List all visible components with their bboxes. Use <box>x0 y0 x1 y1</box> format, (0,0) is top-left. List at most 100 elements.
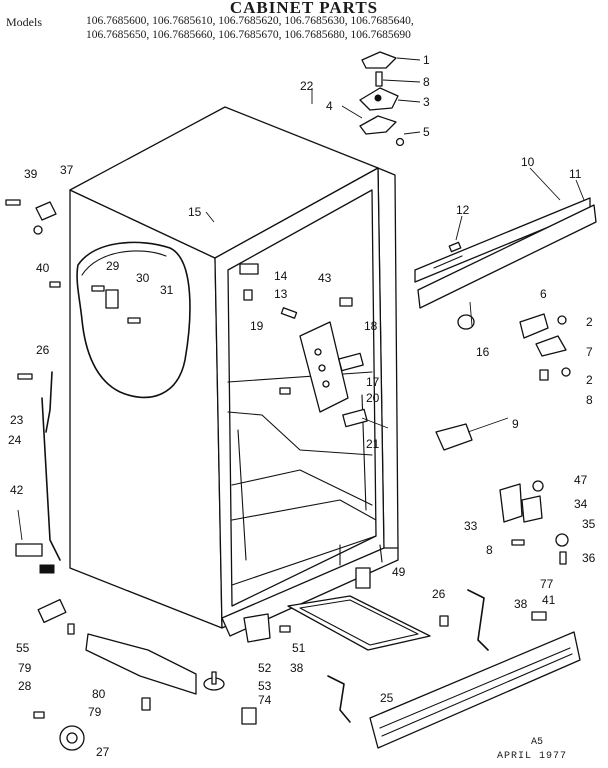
callout-label: 5 <box>423 125 430 139</box>
callout-label: 6 <box>540 287 547 301</box>
callout-label: 27 <box>96 745 110 759</box>
panel-hole-2 <box>318 364 326 372</box>
screw-part-31 <box>127 317 141 324</box>
callout-label: 13 <box>274 287 288 301</box>
callout-label: 8 <box>423 75 430 89</box>
right-rail-assembly <box>414 197 597 309</box>
bracket-part-52 <box>243 613 271 643</box>
screw-part-51 <box>279 625 291 633</box>
plug-connector <box>39 564 55 574</box>
hinge-washer-part <box>395 137 405 147</box>
callout-label: 34 <box>574 497 588 511</box>
callout-label: 42 <box>10 483 24 497</box>
callout-label: 16 <box>476 345 490 359</box>
screw-part-19b <box>279 387 291 395</box>
bulb-part-43 <box>339 297 353 307</box>
washer-part-lower <box>561 367 571 377</box>
callout-label: 79 <box>18 661 32 675</box>
callout-label: 39 <box>24 167 38 181</box>
washer-part-47 <box>532 480 544 492</box>
callout-label: 31 <box>160 283 174 297</box>
screw-part-79 <box>67 623 75 635</box>
screw-part-29 <box>91 285 105 292</box>
roller-hub <box>66 732 78 744</box>
toe-grille-part-41 <box>369 631 581 749</box>
callout-label: 77 <box>540 577 554 591</box>
rail-part-11 <box>417 204 597 309</box>
callout-label: 8 <box>486 543 493 557</box>
callout-label: 52 <box>258 661 272 675</box>
bracket-part-33 <box>499 483 523 523</box>
rail-bracket-right <box>379 544 383 563</box>
rail-screw-part <box>448 241 462 253</box>
callout-label: 20 <box>366 391 380 405</box>
washer-part <box>557 315 567 325</box>
callout-label: 7 <box>586 345 593 359</box>
callout-label: 35 <box>582 517 596 531</box>
liner-bottom-ridge <box>231 499 377 521</box>
liner-back-edge <box>227 371 373 383</box>
liner-floor-step <box>227 411 373 456</box>
right-lower-parts <box>355 423 569 589</box>
leveler-part-55 <box>37 598 67 624</box>
screw-part-36 <box>559 551 567 565</box>
screw-part-19 <box>280 307 298 319</box>
callout-label: 43 <box>318 271 332 285</box>
hinge-pin-dot <box>374 94 382 102</box>
callout-label: 47 <box>574 473 588 487</box>
clip-part-13 <box>243 289 253 301</box>
callout-label: 11 <box>569 167 582 181</box>
models-list-line-2: 106.7685650, 106.7685660, 106.7685670, 1… <box>86 29 411 41</box>
callout-label: 17 <box>366 375 380 389</box>
callout-label: 25 <box>380 691 394 705</box>
screw-part-28 <box>33 711 45 719</box>
callout-label: 8 <box>586 393 593 407</box>
bracket-part-30 <box>105 289 119 309</box>
callout-label: 49 <box>392 565 406 579</box>
callout-label: 80 <box>92 687 106 701</box>
plug-part-42 <box>15 543 43 557</box>
bottom-parts <box>33 589 581 751</box>
right-hinge-bracket <box>457 313 571 381</box>
hinge-screw-part <box>375 71 383 87</box>
screw-part-26b <box>439 615 449 627</box>
callout-label: 29 <box>106 259 120 273</box>
drain-pan-inner <box>299 599 419 646</box>
screw-part-8b <box>511 539 525 546</box>
screw-part-40b <box>49 281 61 288</box>
callout-label: 28 <box>18 679 32 693</box>
leveler-stem <box>211 671 217 685</box>
grille-slat-1 <box>379 647 571 729</box>
callout-label: 22 <box>300 79 314 93</box>
callout-label: 26 <box>36 343 50 357</box>
callout-label: 38 <box>514 597 528 611</box>
bracket-part-7 <box>535 335 567 357</box>
clip-part-49 <box>355 567 371 589</box>
callout-label: 18 <box>364 319 378 333</box>
drain-tube-part-24 <box>45 371 53 433</box>
bracket-part-38 <box>467 589 489 651</box>
drain-pan-part-25 <box>287 595 431 651</box>
lens-part-21 <box>342 408 368 428</box>
liner-bottom-front <box>231 535 377 586</box>
callout-label: 38 <box>290 661 304 675</box>
top-hinge-assembly <box>359 51 405 147</box>
models-label: Models <box>6 15 42 29</box>
panel-hole-1 <box>314 348 322 356</box>
panel-hole-3 <box>322 380 330 388</box>
callout-label: 24 <box>8 433 22 447</box>
screw-part-23 <box>17 373 33 380</box>
callout-label: 53 <box>258 679 272 693</box>
hinge-cover-part <box>361 51 397 69</box>
liner-floor-front <box>231 469 373 506</box>
wiring-harness-inner <box>81 250 167 276</box>
bracket-part-34 <box>521 495 543 523</box>
callout-label: 51 <box>292 641 306 655</box>
callout-label: 79 <box>88 705 102 719</box>
callout-label: 30 <box>136 271 150 285</box>
valve-part-9 <box>435 423 473 451</box>
callout-label: 2 <box>586 315 593 329</box>
callout-label: 36 <box>582 551 596 565</box>
